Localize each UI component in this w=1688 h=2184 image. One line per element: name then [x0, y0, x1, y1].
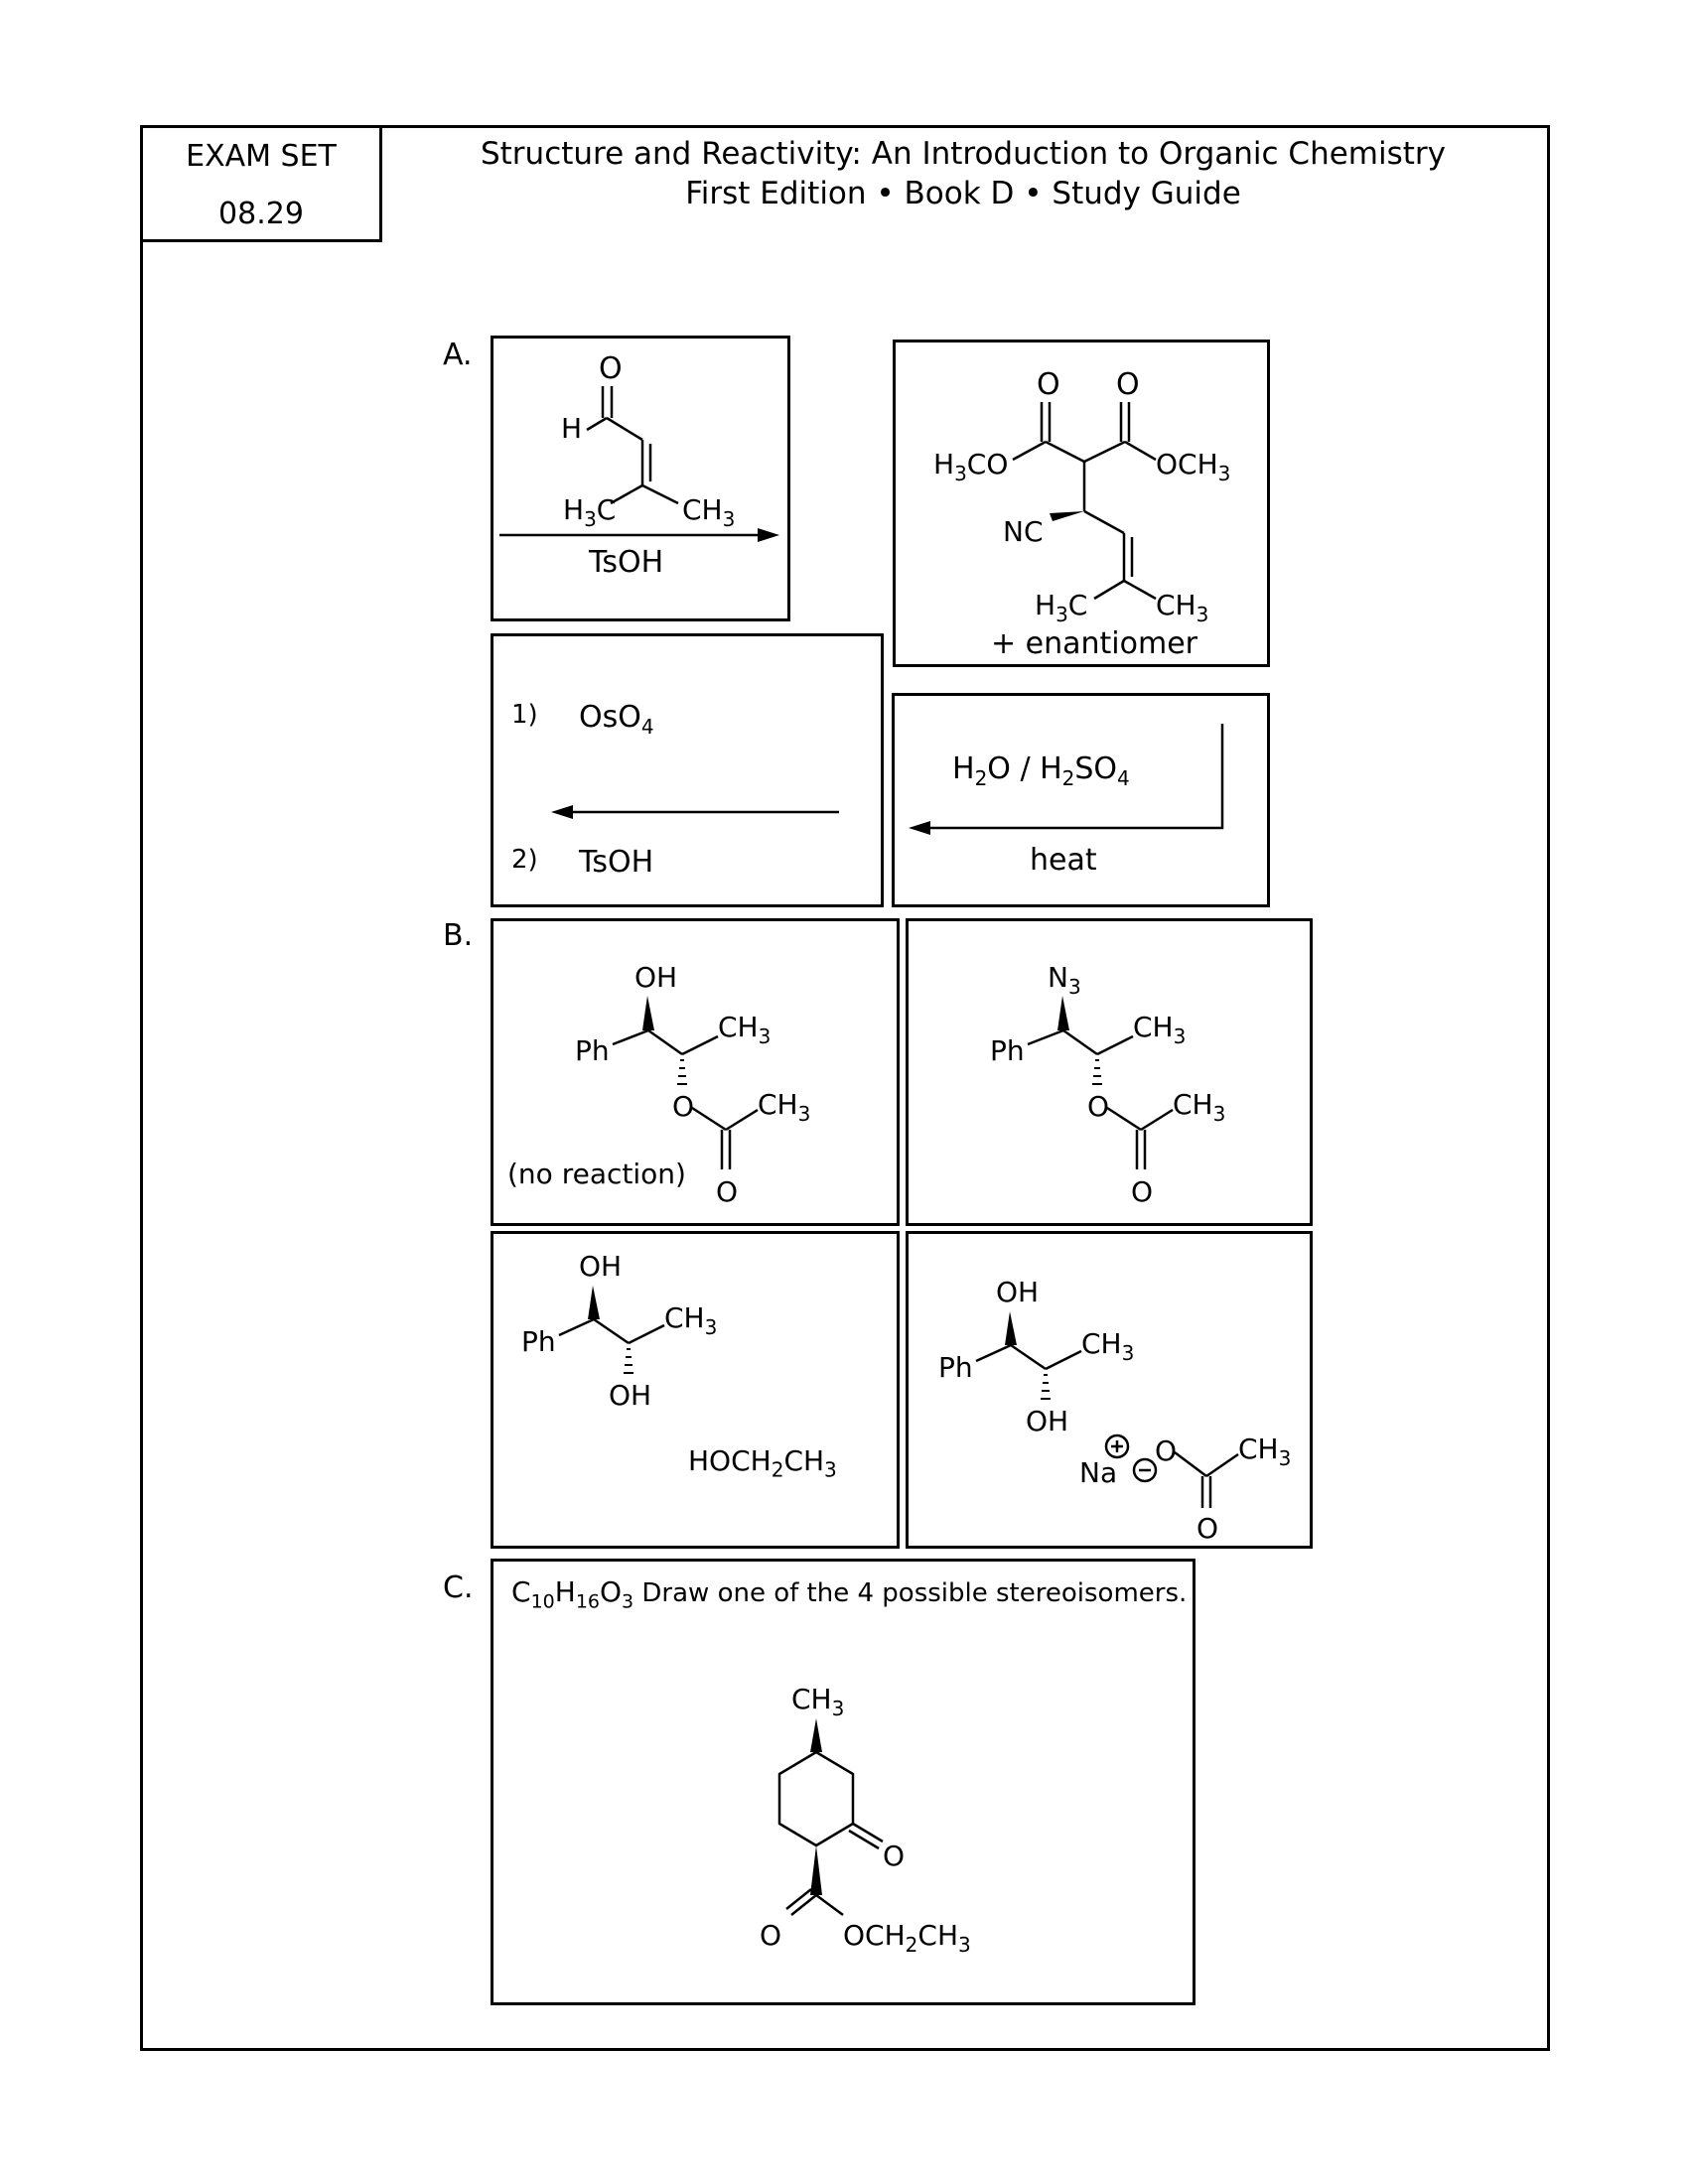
reagent-heat: heat [1030, 843, 1097, 878]
atom-nc: NC [1003, 515, 1044, 548]
part-c-box: C10H16O3 Draw one of the 4 possible ster… [491, 1559, 1196, 2005]
instruction-text: Draw one of the 4 possible stereoisomers… [641, 1578, 1188, 1608]
atom-ph: Ph [575, 1034, 610, 1067]
atom-o-carbonyl: O [716, 1175, 738, 1208]
atom-o-carbonyl: O [1196, 1512, 1218, 1545]
section-label-a: A. [443, 338, 473, 372]
step-1-reagent: OsO4 [579, 700, 654, 739]
diol-structure: OH Ph CH3 OH [521, 1250, 717, 1412]
part-a-box-1: O H H3C CH3 TsOH [491, 336, 790, 621]
step-2-number: 2) [511, 845, 538, 875]
title-line-1: Structure and Reactivity: An Introductio… [480, 136, 1447, 172]
svg-text:CH3: CH3 [664, 1301, 717, 1339]
atom-o-ester: O [1087, 1090, 1109, 1123]
svg-text:OCH3: OCH3 [1156, 448, 1230, 485]
part-b-box-2: N3 Ph CH3 O CH3 O [906, 918, 1313, 1226]
svg-text:CH3: CH3 [682, 493, 735, 531]
section-label-b: B. [443, 918, 474, 953]
atom-o-ester-carbonyl: O [760, 1919, 781, 1952]
atom-na: Na [1079, 1456, 1117, 1489]
atom-ph: Ph [521, 1325, 556, 1358]
svg-text:OCH2CH3: OCH2CH3 [843, 1919, 971, 1957]
azido-acetate-structure: N3 Ph CH3 O CH3 O [990, 961, 1225, 1208]
section-label-c: C. [443, 1570, 474, 1605]
part-b-box-4: OH Ph CH3 OH Na O CH3 O [906, 1231, 1313, 1549]
exam-set-number: 08.29 [218, 197, 304, 231]
svg-text:H3CO: H3CO [933, 448, 1008, 485]
hydroxy-acetate-structure: OH Ph CH3 O CH3 O [575, 961, 810, 1208]
svg-text:CH3: CH3 [1238, 1433, 1291, 1470]
atom-o-carbonyl: O [1131, 1175, 1153, 1208]
atom-oh-bottom: OH [1026, 1405, 1068, 1437]
page-frame [140, 125, 1550, 2051]
reagent-acid: H2O / H2SO4 [952, 751, 1130, 790]
diol-acetate-structure: OH Ph CH3 OH Na O CH3 O [938, 1276, 1291, 1545]
svg-text:CH3: CH3 [1133, 1011, 1186, 1048]
ketoester-structure: CH3 O O OCH2CH3 [760, 1683, 971, 1957]
ethanol-product: HOCH2CH3 [688, 1444, 837, 1482]
part-a-box-4: H2O / H2SO4 heat [892, 693, 1270, 907]
no-reaction-note: (no reaction) [507, 1158, 686, 1190]
svg-text:N3: N3 [1048, 961, 1081, 999]
svg-text:CH3: CH3 [1156, 589, 1208, 626]
part-b-box-3: OH Ph CH3 OH HOCH2CH3 [491, 1231, 900, 1549]
atom-oh-bottom: OH [609, 1379, 651, 1412]
part-a-box-3: 1) OsO4 2) TsOH [491, 633, 884, 907]
svg-text:CH3: CH3 [1081, 1327, 1134, 1365]
minus-charge-icon [1132, 1457, 1158, 1483]
atom-o-ester: O [672, 1090, 694, 1123]
reverse-arrow-2 [909, 724, 1224, 835]
reverse-arrow-1 [551, 805, 839, 819]
part-b-box-1: OH Ph CH3 O CH3 O (no reaction) [491, 918, 900, 1226]
part-c-instruction: C10H16O3 Draw one of the 4 possible ster… [511, 1575, 1187, 1613]
svg-text:H3C: H3C [1035, 589, 1087, 626]
svg-text:CH3: CH3 [791, 1683, 844, 1720]
atom-ph: Ph [990, 1034, 1025, 1067]
atom-oh: OH [634, 961, 677, 994]
svg-text:CH3: CH3 [1173, 1088, 1225, 1126]
atom-oh-top: OH [996, 1276, 1039, 1308]
atom-ph: Ph [938, 1351, 973, 1384]
atom-h: H [561, 412, 582, 445]
malonate-structure: O O H3CO OCH3 NC H3C CH3 [933, 367, 1230, 626]
atom-o-1: O [1037, 367, 1060, 402]
enantiomer-note: + enantiomer [991, 626, 1198, 661]
atom-o-ketone: O [883, 1840, 905, 1872]
exam-set-label: EXAM SET [186, 139, 337, 174]
plus-charge-icon [1104, 1433, 1130, 1459]
exam-set-box: EXAM SET 08.29 [140, 125, 382, 242]
reagent-tsoh: TsOH [589, 545, 664, 580]
page-title: Structure and Reactivity: An Introductio… [417, 134, 1509, 213]
atom-oh-top: OH [579, 1250, 622, 1283]
part-a-box-2: O O H3CO OCH3 NC H3C CH3 + enantiomer [893, 340, 1270, 667]
title-line-2: First Edition • Book D • Study Guide [685, 176, 1241, 211]
svg-text:CH3: CH3 [758, 1088, 810, 1126]
step-1-number: 1) [511, 700, 538, 730]
svg-text:CH3: CH3 [718, 1011, 771, 1048]
atom-o-2: O [1116, 367, 1140, 402]
atom-o-ester: O [1155, 1434, 1177, 1467]
aldehyde-structure: O H H3C CH3 [499, 351, 779, 542]
svg-text:H3C: H3C [563, 493, 616, 531]
molecular-formula: C10H16O3 [511, 1575, 634, 1613]
step-2-reagent: TsOH [579, 845, 654, 880]
atom-o: O [599, 351, 623, 386]
